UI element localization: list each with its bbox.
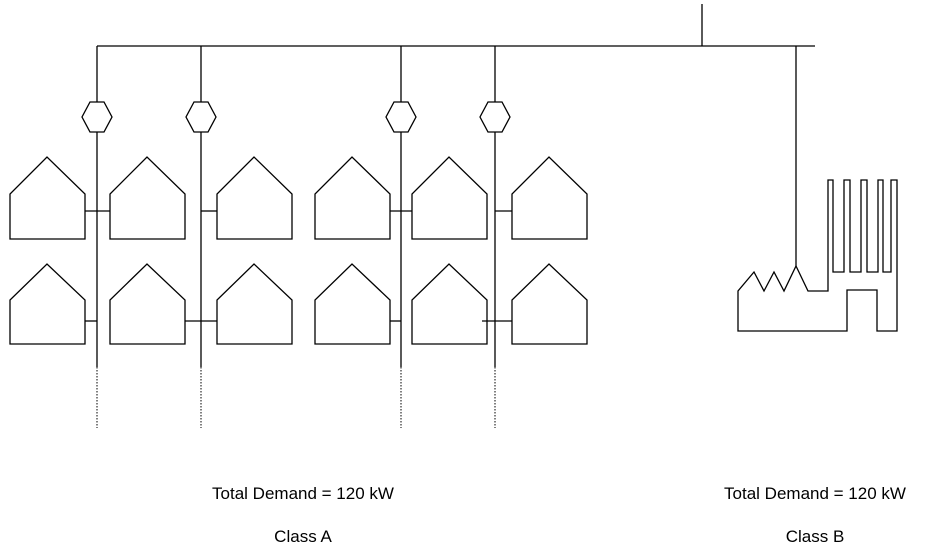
transformer-hexagon-1 [81,101,113,133]
class-b-demand-label: Total Demand = 120 kW [724,484,906,503]
house-icon [314,263,391,345]
transformer-hexagon-2 [185,101,217,133]
houses-bottom-row [9,263,588,345]
class-a-demand-label: Total Demand = 120 kW [212,484,394,503]
house-icon [9,263,86,345]
house-icon [411,263,488,345]
transformer-hexagon-4 [479,101,511,133]
transformer-hexagon-3 [385,101,417,133]
house-icon [411,156,488,240]
house-icon [511,156,588,240]
house-icon [109,263,186,345]
service-connections [85,210,512,322]
house-icon [216,263,293,345]
house-icon [511,263,588,345]
factory-icon [737,179,898,332]
feeder-2 [185,46,217,428]
class-a-label: Class A [274,527,332,546]
house-icon [9,156,86,240]
houses-top-row [9,156,588,240]
feeder-3 [385,46,417,428]
feeder-4 [479,46,511,428]
house-icon [314,156,391,240]
house-icon [109,156,186,240]
house-icon [216,156,293,240]
feeder-1 [81,46,113,428]
class-b-label: Class B [785,527,845,546]
